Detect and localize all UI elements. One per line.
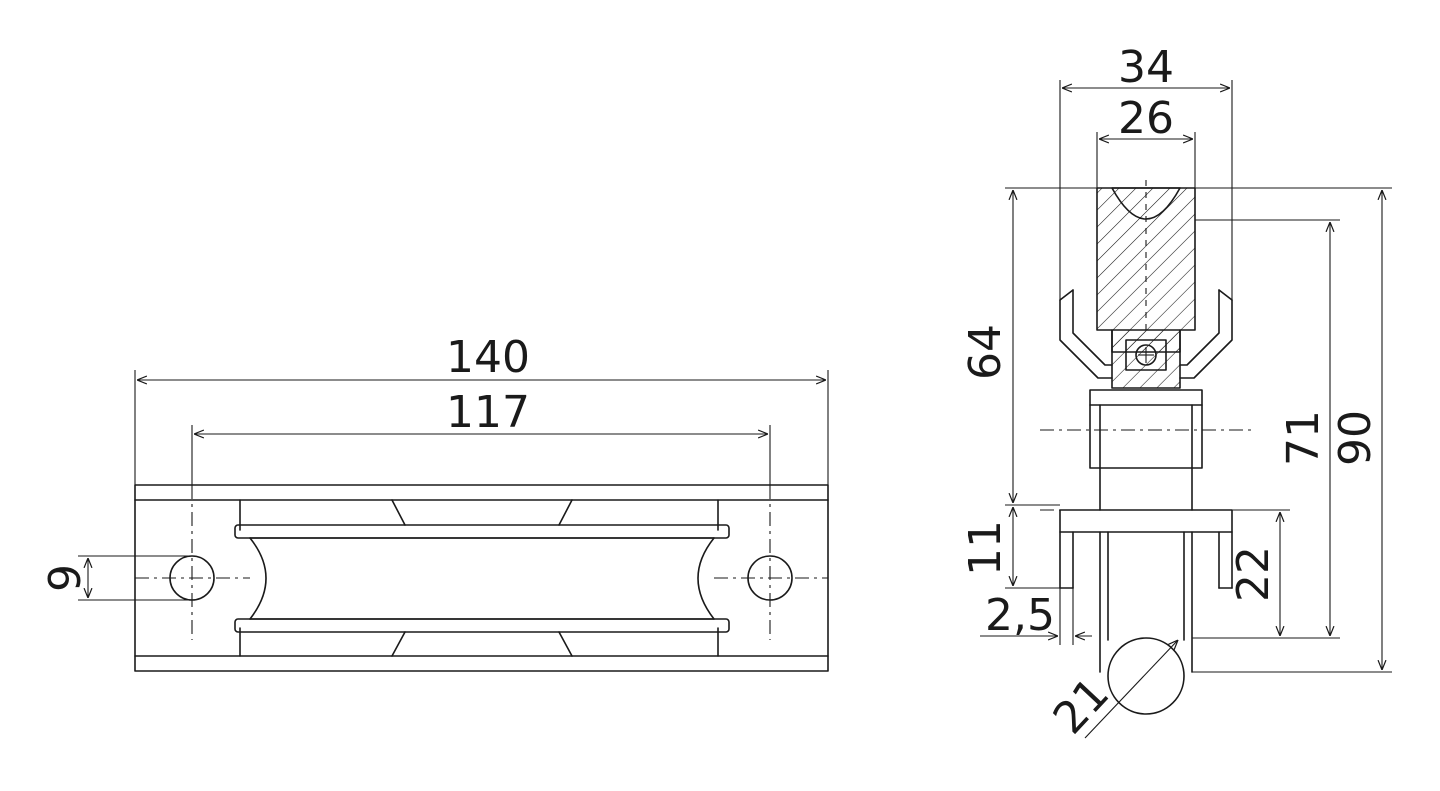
dim-140-label: 140 bbox=[446, 332, 530, 383]
dim-9-label: 9 bbox=[40, 564, 91, 592]
front-view: 140 117 9 bbox=[40, 332, 829, 672]
dim-height-22: 22 bbox=[1228, 509, 1290, 636]
rail-circle bbox=[1107, 637, 1185, 715]
dim-34-label: 34 bbox=[1118, 42, 1174, 93]
dim-side-overall-width: 34 bbox=[1059, 42, 1233, 300]
dim-height-90: 90 bbox=[1192, 187, 1392, 673]
dim-22-label: 22 bbox=[1228, 546, 1279, 602]
dim-thickness: 2,5 bbox=[980, 588, 1092, 645]
dim-71-label: 71 bbox=[1278, 410, 1329, 466]
dim-26-label: 26 bbox=[1118, 93, 1174, 144]
dim-wheel-width: 26 bbox=[1096, 93, 1196, 188]
dim-height-64: 64 bbox=[960, 187, 1097, 506]
dim-height-11: 11 bbox=[960, 507, 1060, 589]
dim-64-label: 64 bbox=[960, 324, 1011, 380]
dim-hole-diameter: 9 bbox=[40, 555, 192, 601]
dim-height-71: 71 bbox=[1192, 219, 1340, 639]
dim-11-label: 11 bbox=[960, 520, 1011, 576]
dim-90-label: 90 bbox=[1330, 410, 1381, 466]
dim-overall-width: 140 bbox=[134, 332, 829, 485]
housing bbox=[1059, 389, 1233, 673]
bracket bbox=[1059, 289, 1233, 379]
dim-hole-spacing: 117 bbox=[191, 387, 771, 485]
dim-117-label: 117 bbox=[446, 387, 530, 438]
dim-2-5-label: 2,5 bbox=[985, 590, 1055, 641]
side-view: 34 26 64 11 2,5 bbox=[960, 42, 1392, 744]
wheel-front bbox=[234, 524, 730, 633]
